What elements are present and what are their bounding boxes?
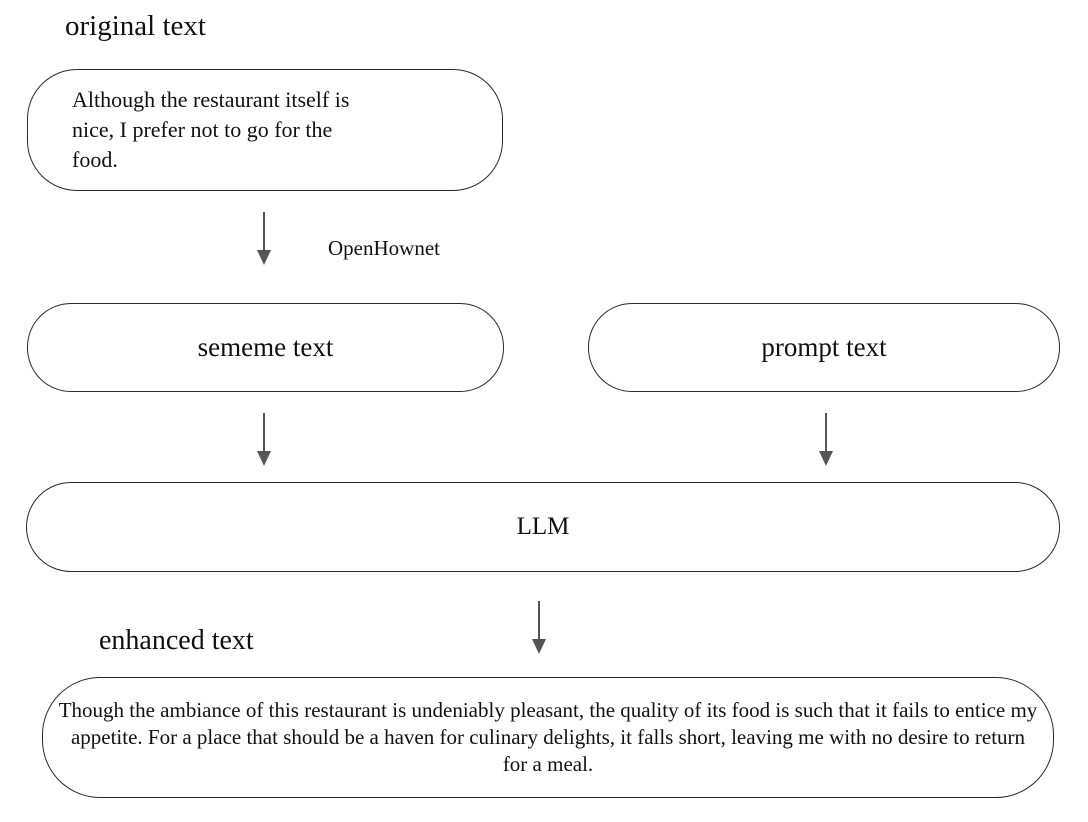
sememe-text-box: sememe text [27, 303, 504, 392]
arrow-down-icon [256, 413, 272, 467]
llm-label: LLM [516, 513, 570, 540]
prompt-text-box: prompt text [588, 303, 1060, 392]
arrow-down-icon [818, 413, 834, 467]
arrow-down-icon [531, 601, 547, 655]
enhanced-text-title: enhanced text [99, 625, 254, 656]
original-text-title: original text [65, 10, 206, 42]
prompt-text-label: prompt text [761, 332, 887, 362]
arrow-down-icon [256, 212, 272, 266]
enhanced-text-content: Though the ambiance of this restaurant i… [58, 698, 1038, 776]
enhanced-text-box: Though the ambiance of this restaurant i… [42, 677, 1054, 798]
sememe-text-label: sememe text [197, 332, 334, 362]
llm-box: LLM [26, 482, 1060, 572]
original-text-box: Although the restaurant itself is nice, … [27, 69, 503, 191]
original-text-content: Although the restaurant itself is nice, … [72, 87, 350, 172]
openhownet-edge-label: OpenHownet [328, 236, 440, 260]
